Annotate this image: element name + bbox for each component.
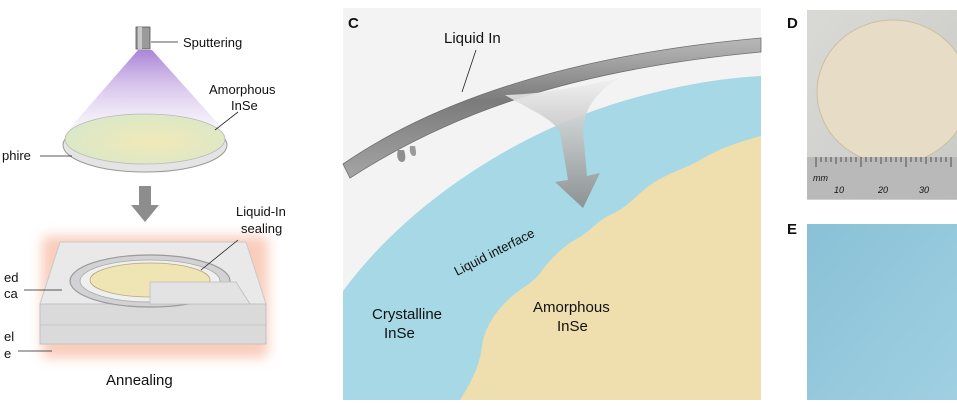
left-label-1b: ca <box>4 286 19 301</box>
annealing-label: Annealing <box>106 372 173 389</box>
ruler-tick-30: 30 <box>919 185 929 195</box>
liquid-in-leader <box>461 49 477 93</box>
panel-d: D mm 10 20 30 <box>787 10 957 200</box>
ruler <box>807 157 957 199</box>
liquid-in-label: Liquid In <box>444 30 501 47</box>
photo-e <box>807 224 957 400</box>
furnace-front <box>39 303 267 345</box>
liquid-in-sealing-label-1: Liquid-In <box>236 204 286 219</box>
panel-d-letter: D <box>787 15 798 32</box>
ruler-unit: mm <box>813 173 828 183</box>
liquid-in-sealing-label-2: sealing <box>241 221 282 236</box>
left-label-1a: ed <box>4 270 18 285</box>
panel-c: C Liquid In Liquid interface Crystalline… <box>342 8 762 400</box>
amorphous-c-label-2: InSe <box>557 318 588 335</box>
flow-arrow <box>505 78 620 208</box>
crystalline-label-1: Crystalline <box>372 306 442 323</box>
sapphire-label: phire <box>2 148 31 163</box>
panel-c-letter: C <box>348 15 359 32</box>
amorphous-c-label-1: Amorphous <box>533 299 610 316</box>
liquid-in-drip <box>397 150 406 162</box>
liquid-in-sealing-leader <box>200 239 239 271</box>
amorphous-wafer <box>64 113 226 165</box>
amorphous-region <box>460 136 761 400</box>
left-label-2b: e <box>4 346 11 361</box>
amorphous-label-1: Amorphous <box>209 82 276 97</box>
ruler-ticks <box>815 157 952 167</box>
crystalline-label-2: InSe <box>384 325 415 342</box>
ruler-tick-10: 10 <box>834 185 844 195</box>
amorphous-leader <box>214 111 239 131</box>
panel-b: Sputtering Amorphous InSe phire Liquid-I… <box>2 26 286 389</box>
process-arrow <box>131 186 159 222</box>
amorphous-label-2: InSe <box>231 98 258 113</box>
left-label-2a: el <box>4 329 14 344</box>
liquid-in-tube <box>342 37 762 179</box>
sputter-plume <box>70 50 222 128</box>
sputtering-label: Sputtering <box>183 35 242 50</box>
ruler-tick-20: 20 <box>877 185 888 195</box>
cover-cut <box>149 281 251 305</box>
panel-e-letter: E <box>787 221 797 238</box>
panel-e: E <box>787 221 957 400</box>
